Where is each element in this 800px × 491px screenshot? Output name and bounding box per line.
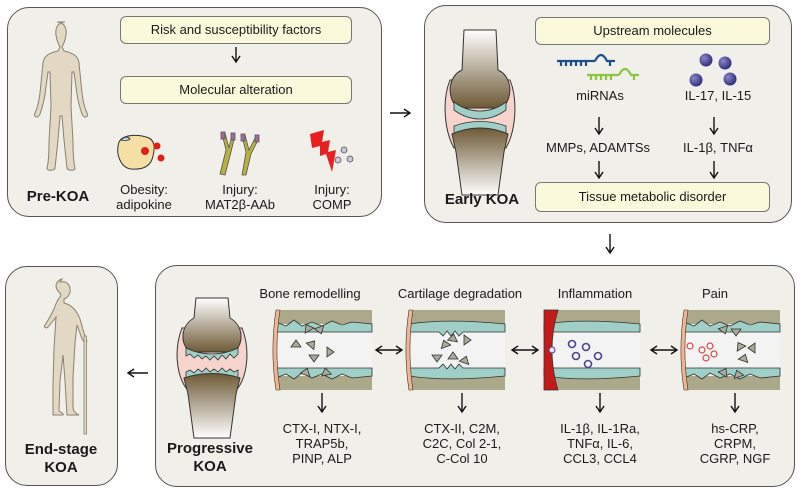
process-label-bone-remodelling: Bone remodelling	[259, 286, 361, 301]
cartilage-markers: CTX-II, C2M, C2C, Col 2-1, C-Col 10	[422, 421, 502, 466]
human-silhouette-icon	[34, 21, 88, 171]
pre-koa-title: Pre-KOA	[26, 188, 90, 205]
factor-obesity-label: Obesity: adipokine	[116, 182, 172, 212]
down-arrow	[457, 393, 467, 414]
bone-markers: CTX-I, NTX-I, TRAP5b, PINP, ALP	[282, 421, 362, 466]
healthy-knee-icon	[444, 29, 516, 196]
cartilage-degradation-tile	[405, 309, 506, 391]
down-arrow	[594, 117, 604, 136]
elderly-person-icon	[43, 278, 88, 435]
end-stage-koa-title: End-stage KOA	[24, 441, 98, 476]
mmps-adamts-label: MMPs, ADAMTSs	[545, 140, 650, 155]
process-label-cartilage-degradation: Cartilage degradation	[397, 286, 523, 301]
down-arrow	[730, 393, 740, 414]
inflammation-tile	[543, 309, 641, 391]
upstream-molecules-box: Upstream molecules	[535, 17, 770, 45]
left-arrow	[126, 368, 148, 378]
down-arrow	[605, 234, 615, 255]
pain-markers: hs-CRP, CRPM, CGRP, NGF	[699, 421, 771, 466]
bidirectional-arrow	[374, 345, 404, 355]
bone-remodelling-tile	[272, 309, 373, 391]
factor-comp-label: Injury: COMP	[312, 182, 352, 212]
mirnas-label: miRNAs	[576, 88, 624, 103]
bidirectional-arrow	[649, 345, 679, 355]
right-arrow	[390, 108, 412, 118]
down-arrow	[709, 161, 719, 180]
down-arrow	[595, 393, 605, 414]
molecular-alteration-box: Molecular alteration	[120, 76, 352, 104]
lightning-icon	[310, 130, 354, 172]
early-koa-title: Early KOA	[444, 191, 520, 208]
adipocyte-icon	[117, 134, 165, 170]
down-arrow	[594, 161, 604, 180]
factor-mat2b-label: Injury: MAT2β-AAb	[204, 182, 276, 212]
il1b-tnfa-label: IL-1β, TNFα	[683, 140, 753, 155]
degenerated-knee-icon	[176, 297, 248, 439]
down-arrow	[317, 393, 327, 414]
il17-il15-label: IL-17, IL-15	[684, 88, 752, 103]
down-arrow	[709, 117, 719, 136]
tissue-metabolic-disorder-box: Tissue metabolic disorder	[535, 182, 770, 212]
progressive-koa-title: Progressive KOA	[167, 440, 253, 475]
inflammation-markers: IL-1β, IL-1Ra, TNFα, IL-6, CCL3, CCL4	[560, 421, 640, 466]
cytokine-spheres-icon	[689, 53, 737, 87]
mirna-icon	[557, 53, 639, 80]
process-label-pain: Pain	[701, 286, 729, 301]
down-arrow	[231, 47, 241, 64]
pain-tile	[680, 309, 781, 391]
antibody-icon	[219, 131, 260, 176]
process-label-inflammation: Inflammation	[557, 286, 633, 301]
risk-factors-box: Risk and susceptibility factors	[120, 16, 352, 44]
bidirectional-arrow	[510, 345, 540, 355]
